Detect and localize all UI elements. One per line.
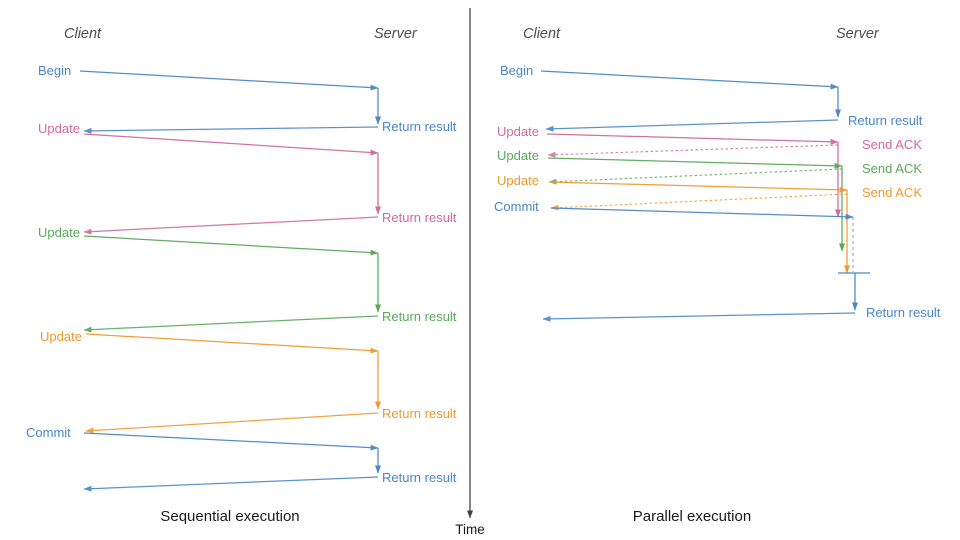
actor-label-client: Client xyxy=(64,26,102,42)
message-label: Update xyxy=(497,148,539,163)
actor-label-client: Client xyxy=(523,26,561,42)
message-label: Begin xyxy=(500,63,533,78)
message-label: Update xyxy=(38,225,80,240)
panel-caption: Parallel execution xyxy=(633,508,751,525)
return-label: Send ACK xyxy=(862,185,922,200)
return-label: Return result xyxy=(382,119,457,134)
return-label: Send ACK xyxy=(862,137,922,152)
actor-label-server: Server xyxy=(836,26,880,42)
message-label: Update xyxy=(497,124,539,139)
message-label: Begin xyxy=(38,63,71,78)
message-label: Commit xyxy=(494,199,539,214)
request-arrow xyxy=(546,133,839,145)
request-arrow xyxy=(540,70,839,90)
response-arrow xyxy=(83,126,379,134)
return-label: Return result xyxy=(382,309,457,324)
return-label: Return result xyxy=(848,113,923,128)
response-arrow xyxy=(83,476,379,492)
return-label: Return result xyxy=(382,470,457,485)
time-axis-label: Time xyxy=(455,522,485,537)
return-label: Send ACK xyxy=(862,161,922,176)
time-axis-group: Time xyxy=(455,8,485,537)
ack-arrow xyxy=(548,168,843,185)
message-label: Commit xyxy=(26,425,71,440)
request-arrow xyxy=(85,333,379,354)
ack-arrow xyxy=(550,193,848,211)
request-arrow xyxy=(83,432,379,451)
ack-arrow xyxy=(547,144,839,158)
response-arrow xyxy=(83,315,379,333)
request-arrow xyxy=(547,157,843,169)
response-arrow xyxy=(85,412,379,434)
return-label: Return result xyxy=(382,406,457,421)
request-arrow xyxy=(550,207,854,220)
return-label: Return result xyxy=(866,305,941,320)
message-label: Update xyxy=(38,121,80,136)
request-arrow xyxy=(548,181,848,193)
response-arrow xyxy=(83,216,379,235)
response-arrow xyxy=(545,119,839,132)
response-arrow xyxy=(542,312,856,322)
message-label: Update xyxy=(497,173,539,188)
panel-caption: Sequential execution xyxy=(160,508,299,525)
message-label: Update xyxy=(40,329,82,344)
request-arrow xyxy=(83,133,379,156)
request-arrow xyxy=(83,235,379,256)
return-label: Return result xyxy=(382,210,457,225)
request-arrow xyxy=(79,70,379,91)
actor-label-server: Server xyxy=(374,26,418,42)
